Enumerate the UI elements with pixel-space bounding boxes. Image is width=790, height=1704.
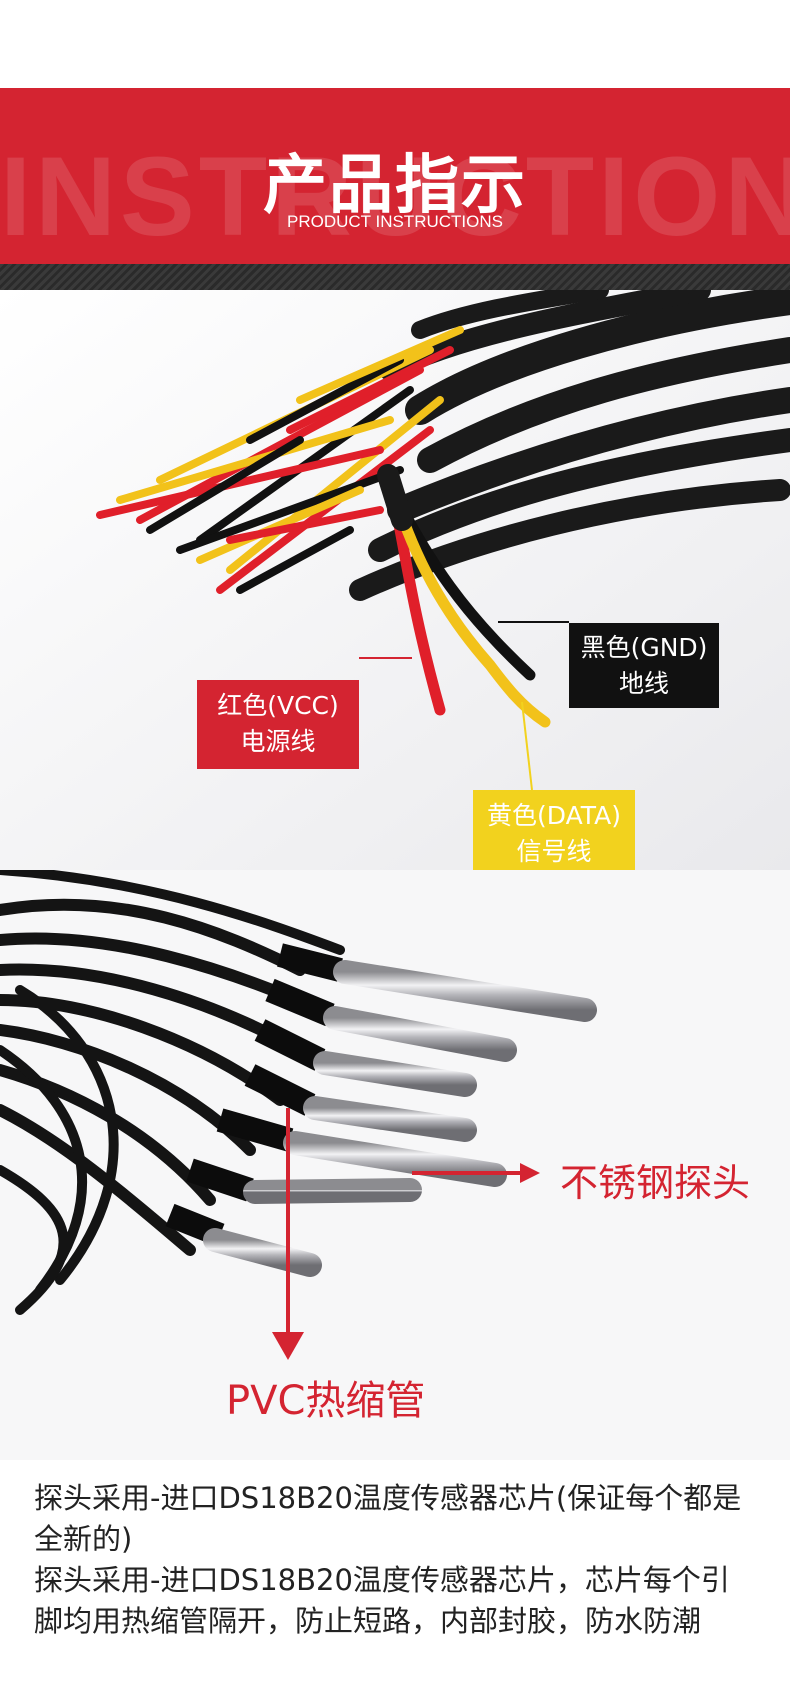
gnd-wire-label: 黑色(GND) 地线 [569, 623, 719, 708]
gnd-label-line1: 黑色(GND) [580, 633, 708, 662]
gnd-label-line2: 地线 [618, 669, 669, 698]
vcc-wire-label: 红色(VCC) 电源线 [197, 680, 359, 769]
product-description: 探头采用-进口DS18B20温度传感器芯片(保证每个都是全新的) 探头采用-进口… [34, 1478, 758, 1642]
banner-divider-stripe [0, 264, 790, 290]
steel-probes-photo [0, 870, 790, 1460]
banner-subtitle: PRODUCT INSTRUCTIONS [287, 212, 503, 231]
header-banner: INSTRUCTIONS 产品指示 PRODUCT INSTRUCTIONS [0, 88, 790, 264]
cable-wires-illustration [0, 290, 790, 870]
data-wire-label: 黄色(DATA) 信号线 [473, 790, 635, 879]
steel-probe-callout: 不锈钢探头 [560, 1161, 751, 1205]
vcc-label-line2: 电源线 [240, 727, 316, 756]
data-label-line2: 信号线 [516, 837, 592, 866]
data-label-line1: 黄色(DATA) [487, 801, 621, 830]
description-paragraph-1: 探头采用-进口DS18B20温度传感器芯片(保证每个都是全新的) [34, 1481, 742, 1556]
pvc-tube-callout: PVC热缩管 [226, 1378, 426, 1424]
description-paragraph-2: 探头采用-进口DS18B20温度传感器芯片，芯片每个引脚均用热缩管隔开，防止短路… [34, 1563, 730, 1638]
cable-wires-photo [0, 290, 790, 870]
banner-title: 产品指示 [263, 149, 527, 223]
vcc-label-line1: 红色(VCC) [217, 691, 339, 720]
banner-background-word: INSTRUCTIONS [0, 134, 790, 259]
steel-probes-illustration [0, 870, 597, 1360]
